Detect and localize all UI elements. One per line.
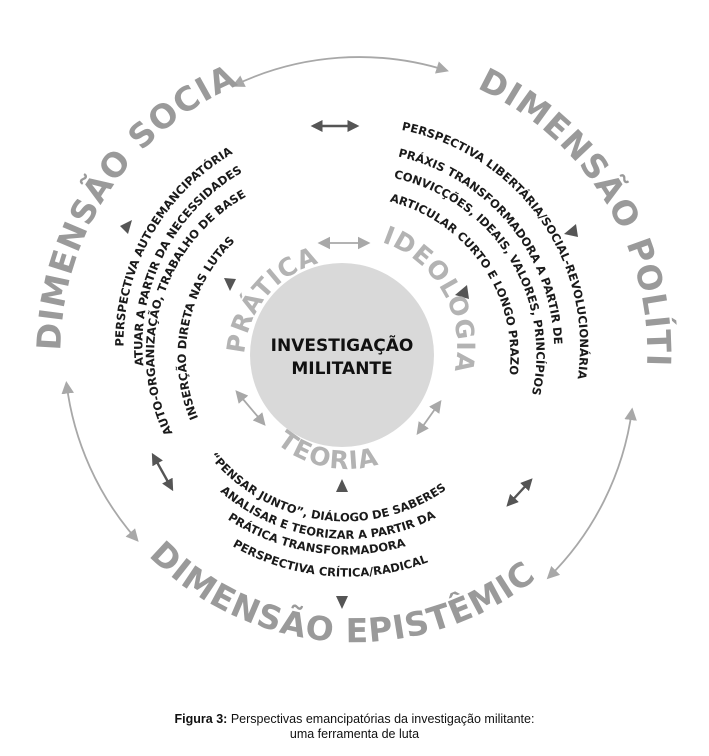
- caption-line-2: uma ferramenta de luta: [289, 727, 420, 741]
- triangle-bottom-inner: [336, 479, 348, 492]
- triangle-right-outer: [564, 224, 578, 237]
- center-title-line1: INVESTIGAÇÃO: [271, 333, 414, 356]
- caption-label: Figura 3:: [174, 712, 228, 726]
- caption-text: Perspectivas emancipatórias da investiga…: [227, 712, 535, 726]
- social-line-4: INSERÇÃO DIRETA NAS LUTAS: [174, 233, 237, 422]
- triangle-right-inner: [455, 285, 469, 299]
- figure-caption: Figura 3: Perspectivas emancipatórias da…: [0, 712, 709, 742]
- caption-line-1: Figura 3: Perspectivas emancipatórias da…: [0, 712, 709, 727]
- outer-arc-top: [231, 56, 449, 87]
- outer-arc-left: [61, 380, 139, 542]
- arrow-politica-epistemica: [506, 478, 533, 507]
- center-circle: [250, 263, 434, 447]
- triangle-left-outer: [120, 220, 132, 234]
- center-title-line2: MILITANTE: [291, 359, 392, 379]
- triangle-bottom-outer: [336, 596, 348, 609]
- triangle-left-inner: [224, 278, 236, 291]
- outer-arc-right: [546, 407, 637, 580]
- arrow-social-epistemica: [151, 452, 174, 492]
- arrow-ideologia-teoria: [416, 399, 442, 436]
- arrow-pratica-teoria: [235, 390, 266, 426]
- diagram: INVESTIGAÇÃO MILITANTE DIMENSÃO SOCIAL D…: [0, 0, 677, 650]
